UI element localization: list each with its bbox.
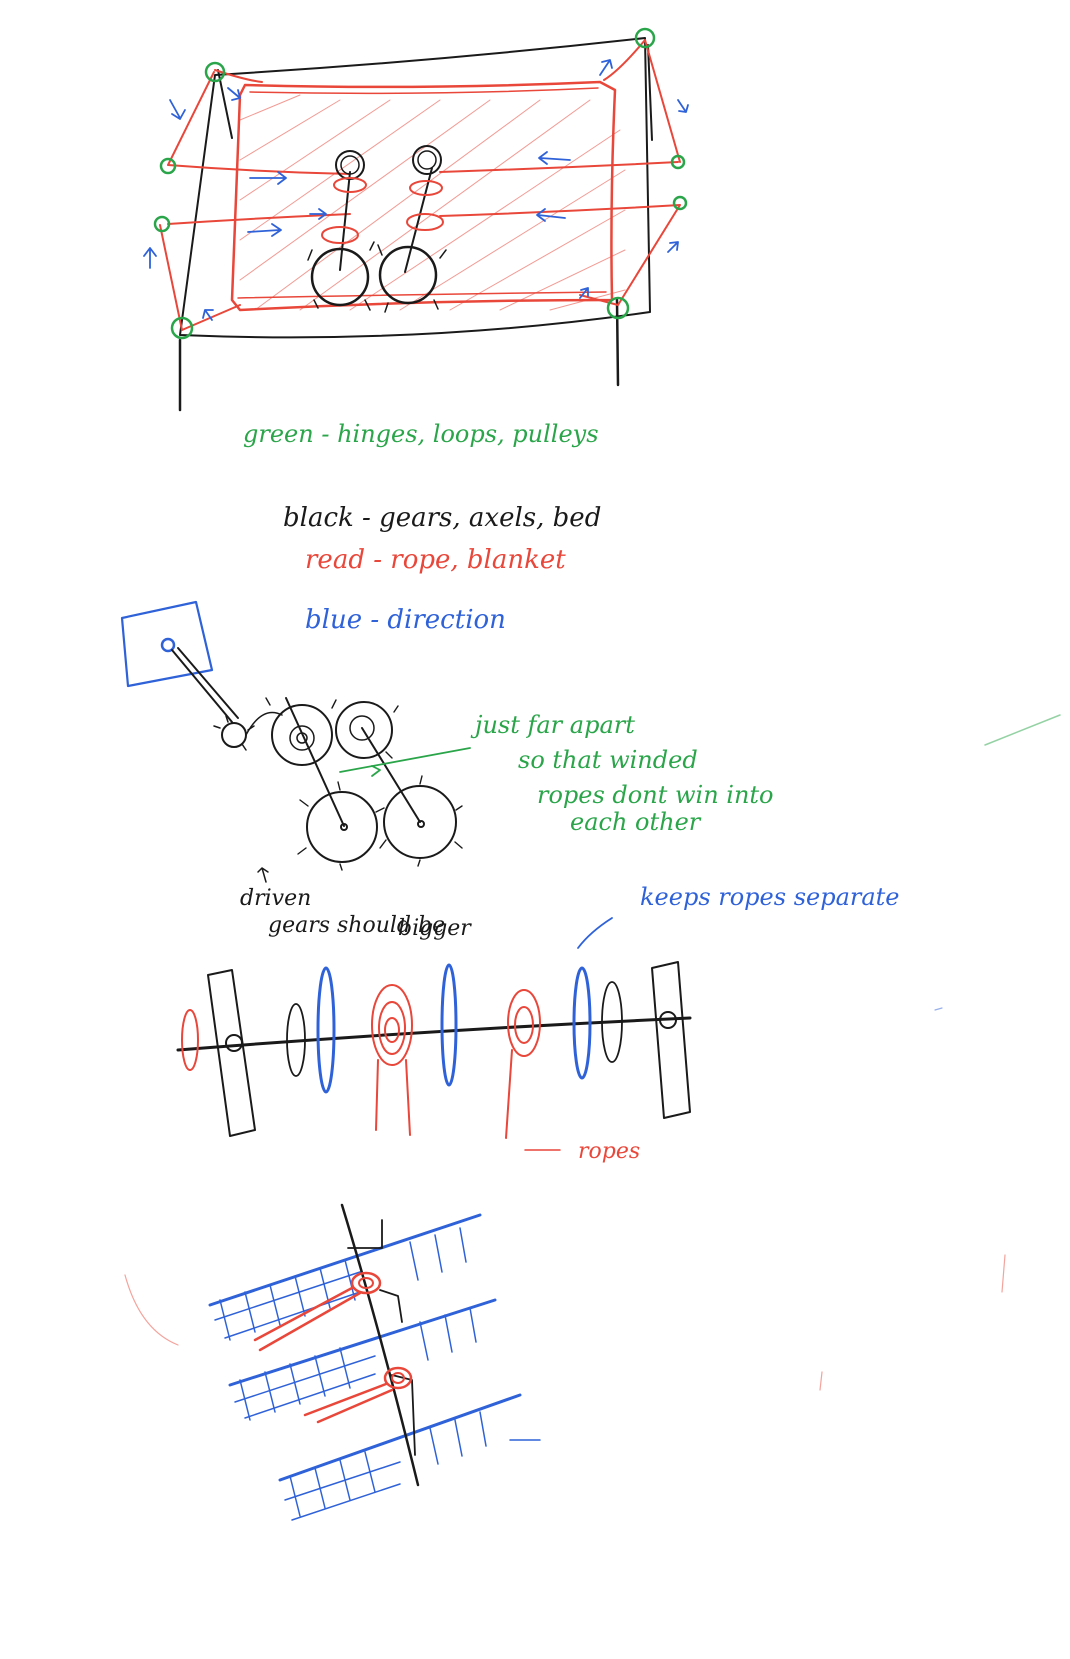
driven-line-3: bigger — [398, 916, 472, 941]
blanket-layer-top — [208, 1213, 482, 1341]
axle-side-view: keeps ropes separate ropes — [176, 883, 900, 1164]
vertical-axle — [340, 1203, 420, 1487]
driven-line-2: gears should be — [268, 913, 445, 938]
end-plate-left — [207, 969, 256, 1137]
driven-gear-right — [383, 785, 457, 859]
hinge-markers — [153, 27, 688, 340]
separators-pointer — [577, 917, 613, 949]
driven-line-1: driven — [240, 886, 311, 911]
spacing-pointer — [339, 747, 471, 773]
driven-gear-left — [306, 791, 378, 863]
separators-label: keeps ropes separate — [640, 883, 900, 911]
ropes-label: ropes — [578, 1139, 640, 1164]
spacing-line-3: ropes dont win into — [537, 781, 774, 809]
legend-red: read - rope, blanket — [305, 545, 566, 575]
spacing-note: just far apart so that winded ropes dont… — [470, 711, 774, 836]
end-coil-left — [181, 1009, 199, 1071]
legend-black: black - gears, axels, bed — [283, 503, 601, 533]
rope-left-upper — [159, 71, 351, 331]
upper-gear-right — [335, 701, 393, 759]
stray-marks — [124, 714, 1061, 1391]
blanket-outline — [230, 80, 617, 312]
blanket-hatch — [239, 94, 626, 311]
end-plate-right — [651, 961, 691, 1119]
rope-loops — [253, 1271, 413, 1424]
driven-gears-note: driven gears should be bigger — [240, 886, 472, 941]
spacing-line-4: each other — [570, 808, 702, 836]
upper-gear-left — [271, 704, 333, 766]
blanket-layer-middle — [228, 1298, 497, 1421]
rope-right — [439, 39, 681, 306]
gears-and-axles — [307, 145, 447, 313]
main-axle — [176, 1016, 692, 1052]
direction-arrows — [143, 59, 689, 321]
rope-spools — [371, 984, 541, 1139]
bed-frame — [179, 37, 651, 339]
crank-arm — [171, 647, 239, 723]
spacing-line-2: so that winded — [518, 746, 698, 774]
bed-mechanism-figure — [143, 27, 689, 412]
rope-separators — [316, 963, 592, 1094]
spacing-line-1: just far apart — [470, 711, 635, 739]
blanket-layer-bottom — [278, 1393, 541, 1521]
gear-train-figure — [120, 600, 471, 883]
legend-green: green - hinges, loops, pulleys — [243, 420, 599, 448]
legend: green - hinges, loops, pulleys black - g… — [243, 420, 601, 635]
legend-blue: blue - direction — [305, 605, 506, 635]
bed-leg-right — [615, 298, 620, 387]
driven-pointer — [257, 867, 269, 883]
blanket-layers-figure — [208, 1203, 541, 1521]
rope-coils — [321, 177, 444, 244]
crank-box — [120, 600, 214, 688]
